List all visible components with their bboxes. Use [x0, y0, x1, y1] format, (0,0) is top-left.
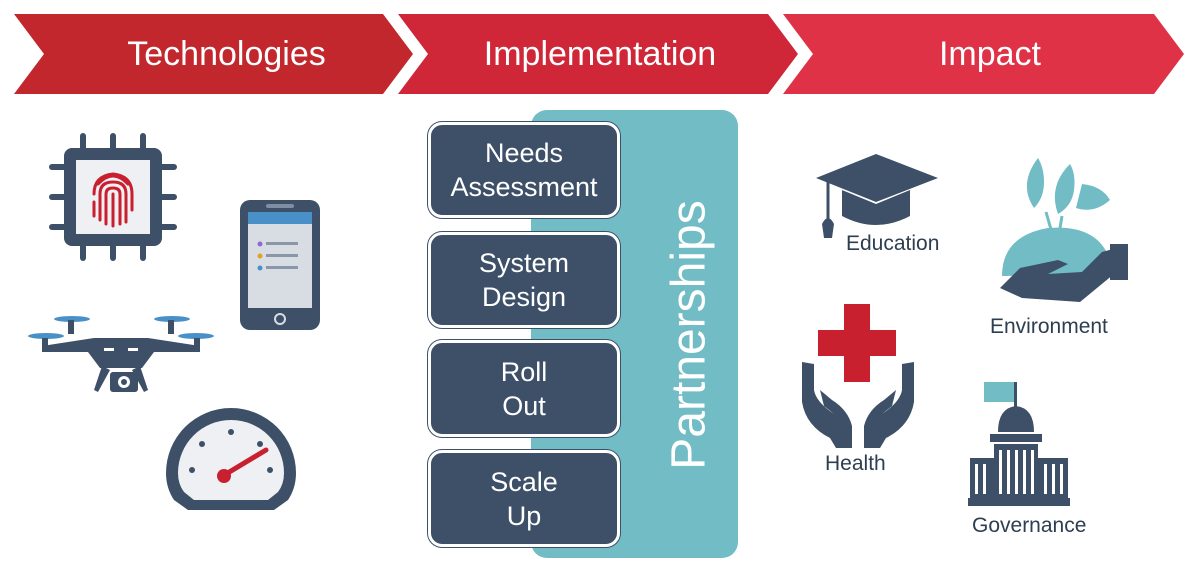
chevron-implementation — [398, 14, 798, 94]
health-hands-cross-icon — [802, 304, 914, 448]
chevron-technologies — [14, 14, 413, 94]
stage-label-implementation: Implementation — [483, 35, 717, 73]
step-line: Up — [506, 500, 542, 531]
drone-icon — [28, 316, 214, 392]
step-line: Design — [481, 282, 567, 312]
impact-label-health: Health — [825, 452, 886, 475]
smartphone-icon — [240, 200, 320, 330]
step-line: Needs — [484, 138, 564, 168]
impact-label-environment: Environment — [990, 315, 1108, 338]
environment-hand-plant-icon — [1000, 158, 1128, 302]
step-line: Roll — [500, 356, 548, 387]
stage-label-impact: Impact — [938, 35, 1042, 73]
stage-chevrons — [14, 14, 1184, 94]
step-line: System — [478, 248, 570, 278]
graduation-cap-icon — [816, 154, 938, 238]
stage-label-technologies: Technologies — [127, 35, 326, 73]
impact-label-governance: Governance — [972, 514, 1087, 537]
partnerships-label: Partnerships — [662, 200, 716, 470]
impact-label-education: Education — [846, 232, 940, 255]
step-line: Scale — [490, 466, 558, 497]
chevron-impact — [783, 14, 1184, 94]
step-line: Assessment — [450, 172, 598, 202]
step-line: Out — [502, 390, 546, 421]
speedometer-icon — [166, 408, 296, 510]
governance-capitol-icon — [968, 382, 1070, 506]
fingerprint-chip-icon — [49, 133, 177, 261]
